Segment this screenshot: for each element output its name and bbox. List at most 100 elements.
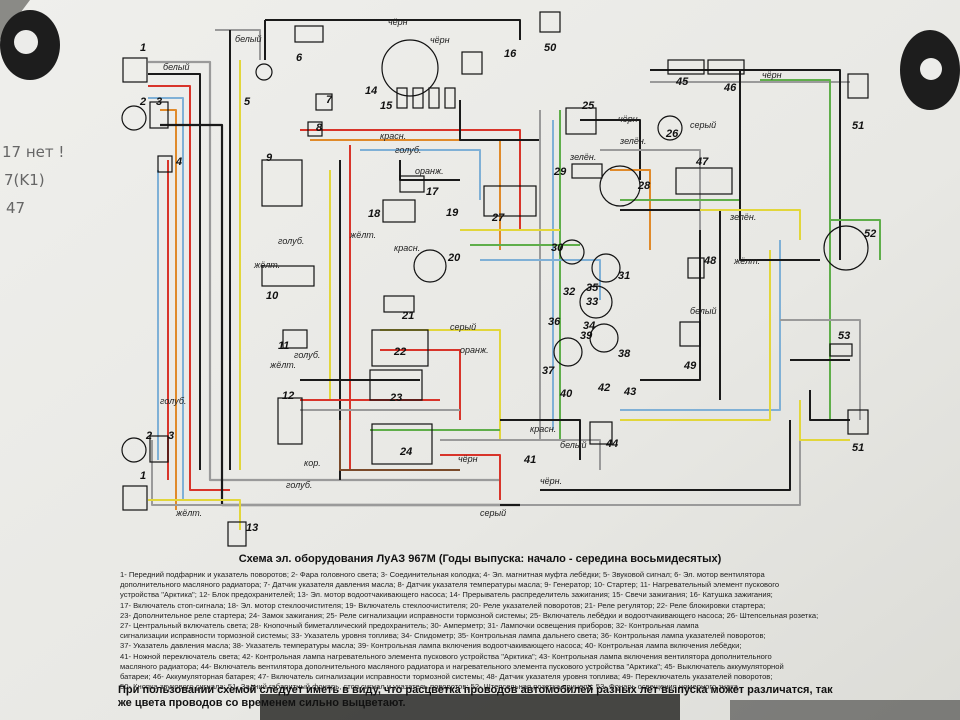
component-3-connector-block	[149, 101, 169, 129]
component-number-label: 52	[864, 228, 877, 240]
wire-black	[265, 19, 521, 40]
component-number-label: 51	[852, 442, 865, 454]
wire-color-label: голуб.	[395, 145, 422, 155]
handwritten-note: 47	[6, 199, 26, 217]
component-15-spark-plug	[444, 87, 456, 109]
component-number-label: 14	[365, 85, 378, 97]
binder-hole-left-inner	[14, 30, 38, 54]
wire-red	[440, 454, 501, 500]
component-1-front-parking-light	[122, 57, 148, 83]
component-number-label: 15	[380, 100, 393, 112]
wire-color-label: голуб.	[278, 236, 305, 246]
component-53-plate-light	[829, 343, 853, 357]
component-number-label: 9	[266, 152, 273, 164]
diagram-footnote: При пользовании схемой следует иметь в в…	[118, 684, 833, 709]
component-12-fuse-block	[277, 397, 303, 445]
component-30-ammeter	[559, 239, 585, 265]
component-number-label: 11	[278, 340, 290, 352]
component-number-label: 33	[586, 296, 599, 308]
wire-orange	[610, 169, 651, 250]
wire-color-label: чёрн.	[540, 476, 563, 486]
component-7-oil-pressure-sensor	[315, 93, 333, 111]
component-number-label: 27	[492, 212, 505, 224]
legend-line: 37- Указатель давления масла; 38- Указат…	[120, 641, 742, 651]
wire-blue	[620, 240, 781, 411]
wire-color-label: серый	[480, 508, 507, 518]
wire-color-label: оранж.	[415, 166, 444, 176]
component-number-label: 10	[266, 290, 279, 302]
legend-line: 41- Ножной переключатель света; 42- Конт…	[120, 651, 772, 661]
wire-orange	[310, 139, 501, 250]
wire-color-label: голуб.	[294, 350, 321, 360]
component-15-spark-plug	[428, 87, 440, 109]
component-number-label: 22	[394, 346, 407, 358]
component-16-ignition-coil	[461, 51, 483, 75]
wire-black	[640, 230, 701, 381]
component-38-temp-gauge	[589, 323, 619, 353]
wire-black	[620, 209, 721, 400]
component-4-winch-clutch	[157, 155, 173, 173]
component-29-fuse	[571, 163, 603, 179]
handwritten-note: 17 нет !	[2, 143, 65, 161]
wire-grey	[780, 319, 861, 420]
wire-color-label: чёрн	[430, 35, 450, 45]
wire-color-label: жёлт.	[734, 256, 761, 266]
component-number-label: 1	[140, 470, 147, 482]
component-number-label: 3	[168, 430, 175, 442]
wire-color-label: красн.	[394, 243, 421, 253]
component-27-light-switch	[483, 185, 537, 217]
component-6-radiator-fan-motor	[294, 25, 324, 43]
component-number-label: 44	[606, 438, 619, 450]
component-24-ignition-switch	[371, 423, 433, 465]
component-21-regulator-relay	[383, 295, 415, 313]
component-number-label: 48	[704, 255, 717, 267]
wire-color-label: жёлт.	[350, 230, 377, 240]
legend-line: 27- Центральный включатель света; 28- Кн…	[120, 621, 699, 631]
component-number-label: 47	[696, 156, 709, 168]
component-26-socket	[657, 115, 683, 141]
legend-line: 23- Дополнительное реле стартера; 24- За…	[120, 610, 819, 620]
component-number-label: 17	[426, 186, 439, 198]
wire-color-label: зелён.	[570, 152, 597, 162]
component-number-label: 34	[583, 320, 596, 332]
wire-yellow	[148, 499, 241, 530]
legend-line: сигнализации исправности тормозной систе…	[120, 631, 766, 641]
wire-color-label: белый	[690, 306, 717, 316]
wire-yellow	[700, 209, 801, 240]
legend-line: масляного радиатора; 44- Включатель вент…	[120, 661, 784, 671]
component-46-battery	[707, 59, 745, 75]
wire-black	[580, 119, 641, 180]
wire-grey	[440, 439, 601, 470]
wire-color-label: чёрн	[762, 70, 782, 80]
wire-red	[300, 129, 521, 230]
component-33-fuel-gauge	[591, 253, 621, 283]
component-number-label: 28	[638, 180, 651, 192]
wire-red	[380, 349, 461, 420]
wire-color-label: красн.	[530, 424, 557, 434]
wire-black	[739, 70, 820, 261]
component-number-label: 21	[402, 310, 415, 322]
component-37-oil-pressure	[553, 337, 583, 367]
legend-line: 17- Включатель стоп-сигнала; 18- Эл. мот…	[120, 600, 766, 610]
component-22-starter-lock-relay	[371, 329, 429, 367]
component-number-label: 23	[390, 392, 403, 404]
wire-color-label: чёрн	[388, 17, 408, 27]
component-20-turn-relay	[413, 249, 447, 283]
component-number-label: 43	[624, 386, 637, 398]
legend-line: батареи; 46- Аккумуляторная батарея; 47-…	[120, 672, 773, 682]
component-51-rear-lamp-right	[847, 409, 869, 435]
wire-blue	[148, 97, 184, 500]
wire-brown	[339, 420, 460, 471]
binder-hole-right-inner	[920, 58, 942, 80]
component-number-label: 36	[548, 316, 561, 328]
wire-color-label: зелён.	[620, 136, 647, 146]
wire-color-label: оранж.	[460, 345, 489, 355]
component-9-generator	[261, 159, 303, 207]
component-17-stop-switch	[399, 175, 425, 193]
component-legend: 1- Передний подфарник и указатель поворо…	[120, 570, 880, 692]
wire-color-label: жёлт.	[270, 360, 297, 370]
component-2-headlight	[121, 105, 147, 131]
component-14-distributor	[381, 39, 439, 97]
wire-black	[650, 69, 841, 260]
